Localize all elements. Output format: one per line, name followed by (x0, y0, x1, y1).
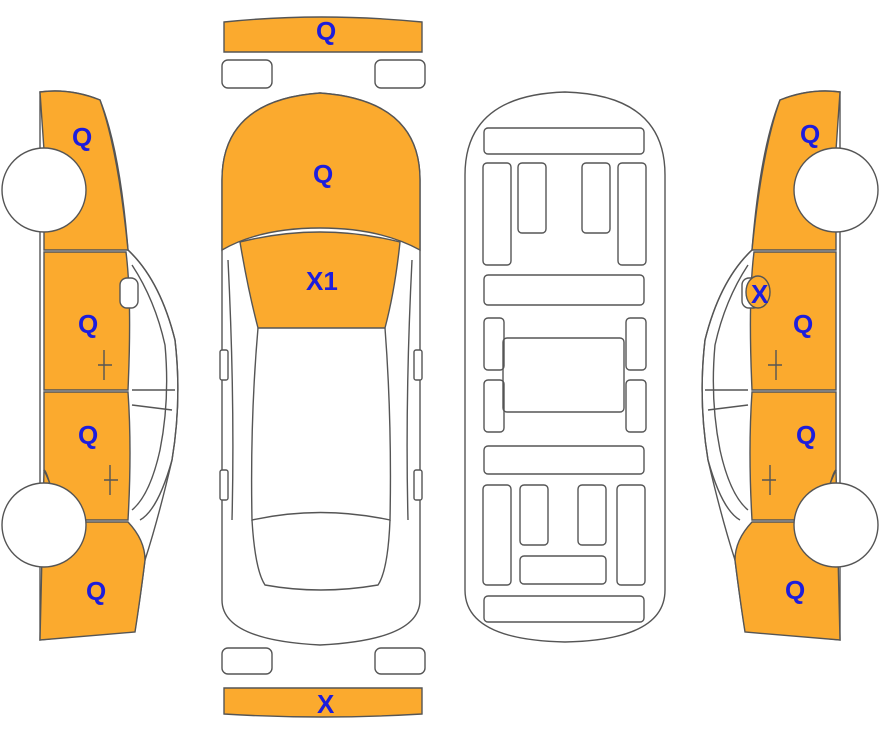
left-front-door-label: Q (78, 309, 98, 339)
front-bumper-panel[interactable] (223, 16, 423, 53)
right-side-view (701, 90, 879, 641)
right-front-fender-label: Q (800, 119, 820, 149)
left-rear-quarter-label: Q (86, 576, 106, 606)
right-front-door-label: Q (793, 309, 813, 339)
right-rear-door-label: Q (796, 420, 816, 450)
top-view (219, 16, 426, 718)
right-mirror-label: X (751, 279, 769, 309)
right-rear-quarter-label: Q (785, 575, 805, 605)
left-front-fender-label: Q (72, 122, 92, 152)
hood-panel[interactable] (221, 92, 421, 252)
windshield-panel[interactable] (239, 231, 401, 329)
windshield-label: X1 (306, 266, 338, 296)
rear-bumper-label: X (317, 689, 335, 719)
left-rear-door-label: Q (78, 420, 98, 450)
damage-labels: Q Q X1 X Q Q Q Q Q X Q Q Q (72, 16, 820, 719)
underside-view (464, 91, 666, 643)
left-side-view (1, 90, 179, 641)
rear-bumper-panel[interactable] (223, 687, 423, 718)
front-bumper-label: Q (316, 16, 336, 46)
right-mirror-panel[interactable] (745, 275, 771, 309)
hood-label: Q (313, 159, 333, 189)
